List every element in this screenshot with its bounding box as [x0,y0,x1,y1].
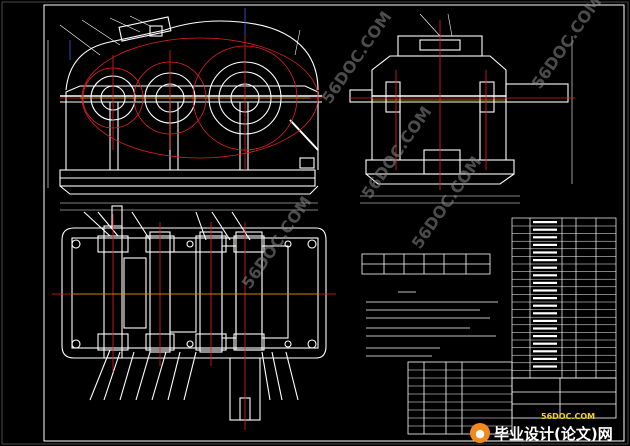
front-view-accents [69,8,310,99]
title-block [407,361,617,435]
logo-brand-text: 毕业设计(论文)网 [494,424,613,443]
parts-list-entry-mark [533,259,557,262]
parts-list-entry-mark [533,304,557,307]
logo-url: 56DOC.COM [541,412,596,421]
title-block-rows [408,369,512,427]
parts-list-entry-mark [533,281,557,284]
parts-list-entry-mark [533,342,557,345]
parts-list-entry-mark [533,312,557,315]
tech-requirements [366,291,498,357]
parts-list-entry-mark [533,266,557,269]
parts-list-rows [512,221,616,371]
watermark-3: 56DOC.COM [408,153,486,253]
logo-mark-icon: ● [470,423,490,443]
front-view-centerlines [60,36,322,170]
parts-list-entry-mark [533,357,557,360]
front-view [47,15,322,211]
watermark-4: 56DOC.COM [238,193,316,293]
parts-list-entry-mark [533,236,557,239]
parts-list-entry-mark [533,221,557,224]
side-view-centerlines [350,20,575,190]
parts-list-entry-mark [533,274,557,277]
parts-list-entry-mark [533,350,557,353]
parts-list-entry-mark [533,228,557,231]
parts-list-entry-mark [533,319,557,322]
parts-list-entry-mark [533,251,557,254]
watermark-5: 56DOC.COM [528,0,606,92]
parts-list-entry-mark [533,289,557,292]
parts-list-entry-mark [533,335,557,338]
site-logo: ● 毕业设计(论文)网 [470,420,630,446]
watermarks: 56DOC.COM 56DOC.COM 56DOC.COM 56DOC.COM … [238,0,606,292]
parts-list-entry-mark [533,297,557,300]
watermark-1: 56DOC.COM [318,8,396,108]
plan-view-centerlines [52,214,336,430]
parts-list-entry-mark [533,327,557,330]
parts-list-entry-mark [533,243,557,246]
parts-list-entry-mark [533,365,557,368]
spec-table [361,253,491,275]
parts-list [511,217,617,379]
